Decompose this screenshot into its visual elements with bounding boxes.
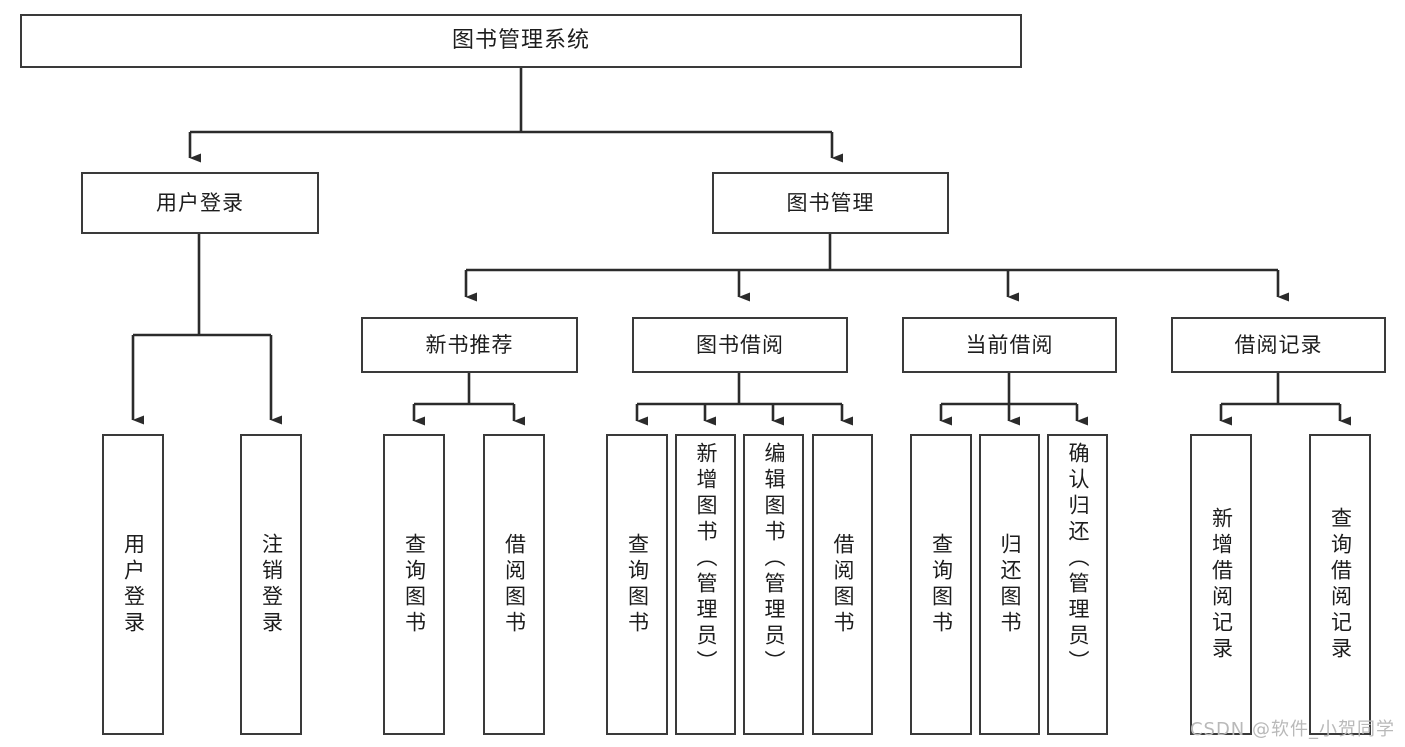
leaf-borrow-book[interactable]: 借阅图书 <box>812 434 873 735</box>
node-label: 图书借阅 <box>696 332 784 357</box>
leaf-query-book-recommend[interactable]: 查询图书 <box>383 434 445 735</box>
node-label: 借阅记录 <box>1234 332 1323 357</box>
node-label: 新书推荐 <box>425 332 514 357</box>
node-label: 确认归还（管理员） <box>1066 442 1090 676</box>
node-label: 注销登录 <box>259 532 284 637</box>
node-user-login[interactable]: 用户登录 <box>81 172 319 234</box>
leaf-query-book-current[interactable]: 查询图书 <box>910 434 972 735</box>
node-label: 查询借阅记录 <box>1328 506 1353 663</box>
node-book-management[interactable]: 图书管理 <box>712 172 949 234</box>
node-label: 借阅图书 <box>502 532 527 637</box>
node-current-borrow[interactable]: 当前借阅 <box>902 317 1117 373</box>
node-label: 新增借阅记录 <box>1209 506 1234 663</box>
leaf-user-login[interactable]: 用户登录 <box>102 434 164 735</box>
node-new-book-recommend[interactable]: 新书推荐 <box>361 317 578 373</box>
leaf-query-book-borrow[interactable]: 查询图书 <box>606 434 668 735</box>
node-book-borrow[interactable]: 图书借阅 <box>632 317 848 373</box>
node-borrow-record[interactable]: 借阅记录 <box>1171 317 1386 373</box>
leaf-borrow-book-recommend[interactable]: 借阅图书 <box>483 434 545 735</box>
node-label: 图书管理 <box>786 190 875 215</box>
node-label: 新增图书（管理员） <box>694 442 718 676</box>
node-label: 借阅图书 <box>831 532 855 637</box>
leaf-add-book-admin[interactable]: 新增图书（管理员） <box>675 434 736 735</box>
leaf-add-borrow-record[interactable]: 新增借阅记录 <box>1190 434 1252 735</box>
node-label: 查询图书 <box>402 532 427 637</box>
node-label: 归还图书 <box>998 532 1022 637</box>
node-label: 当前借阅 <box>965 332 1054 357</box>
leaf-edit-book-admin[interactable]: 编辑图书（管理员） <box>743 434 804 735</box>
leaf-user-logout[interactable]: 注销登录 <box>240 434 302 735</box>
node-label: 图书管理系统 <box>451 28 590 54</box>
node-root-library-management-system[interactable]: 图书管理系统 <box>20 14 1022 68</box>
node-label: 用户登录 <box>156 190 244 215</box>
node-label: 查询图书 <box>625 532 650 637</box>
node-label: 查询图书 <box>929 532 954 637</box>
node-label: 用户登录 <box>121 532 146 637</box>
leaf-query-borrow-record[interactable]: 查询借阅记录 <box>1309 434 1371 735</box>
node-label: 编辑图书（管理员） <box>762 442 786 676</box>
watermark-text: CSDN @软件_小贺同学 <box>1189 719 1395 740</box>
leaf-confirm-return-admin[interactable]: 确认归还（管理员） <box>1047 434 1108 735</box>
leaf-return-book[interactable]: 归还图书 <box>979 434 1040 735</box>
